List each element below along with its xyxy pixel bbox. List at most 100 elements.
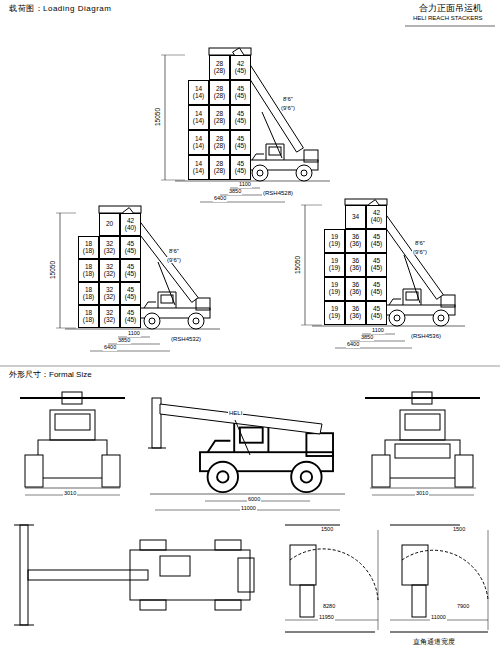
container-weight: 19 (19): [325, 258, 344, 272]
container-box: 45 (45): [120, 236, 141, 259]
dimension: 1100: [238, 182, 252, 188]
container-box: 36 (36): [345, 253, 366, 277]
container-box: 45 (45): [366, 301, 387, 325]
container-weight: 14 (14): [189, 86, 208, 100]
container-weight: 20: [106, 221, 113, 228]
container-box: 18 (18): [78, 236, 99, 259]
dimension: 6400: [213, 196, 227, 202]
container-weight: 14 (14): [189, 136, 208, 150]
container-box: 18 (18): [78, 305, 99, 328]
container-box: 28 (28): [209, 80, 230, 105]
container-box: 18 (18): [78, 259, 99, 282]
container-weight: 19 (19): [325, 234, 344, 248]
container-weight: 45 (45): [121, 264, 140, 278]
model-name: (RSH4528): [262, 190, 294, 196]
container-box: 42 (45): [230, 55, 251, 80]
container-weight: 18 (18): [79, 310, 98, 324]
container-weight: 32 (32): [100, 264, 119, 278]
container-box: 36 (36): [345, 277, 366, 301]
dimension: (9'6"): [166, 257, 182, 263]
dimension: (9'6"): [412, 249, 428, 255]
dimension: 6400: [103, 345, 117, 351]
container-weight: 28 (28): [210, 61, 229, 75]
container-weight: 18 (18): [79, 287, 98, 301]
container-box: 42 (40): [366, 205, 387, 229]
dimension: 8'6": [414, 240, 426, 246]
container-box: 28 (28): [209, 55, 230, 80]
container-box: 34: [345, 205, 366, 229]
dimension: 15050: [155, 107, 162, 127]
container-box: 32 (32): [99, 259, 120, 282]
dimension: 1100: [127, 331, 141, 337]
container-weight: 28 (28): [210, 111, 229, 125]
dimension: 11000: [430, 615, 447, 621]
container-weight: 45 (45): [367, 282, 386, 296]
container-weight: 32 (32): [100, 287, 119, 301]
container-box: 14 (14): [188, 80, 209, 105]
container-weight: 18 (18): [79, 241, 98, 255]
dimension: 3010: [415, 491, 429, 497]
container-box: 36 (36): [345, 301, 366, 325]
dimension: 11950: [318, 615, 335, 621]
container-weight: 19 (19): [325, 306, 344, 320]
container-weight: 28 (28): [210, 136, 229, 150]
logo-text: HELI REACH STACKERS: [412, 15, 484, 21]
dimension: 1100: [371, 328, 385, 334]
container-weight: 14 (14): [189, 111, 208, 125]
container-weight: 36 (36): [346, 234, 365, 248]
container-box: 32 (32): [99, 236, 120, 259]
container-weight: 14 (14): [189, 161, 208, 175]
dimension: 1500: [320, 527, 334, 533]
container-weight: 34: [352, 214, 359, 221]
container-box: 42 (40): [120, 213, 141, 236]
container-box: 45 (45): [230, 80, 251, 105]
dimension: 8'6": [168, 248, 180, 254]
caption-text: 直角通道宽度: [412, 638, 456, 645]
dimension: 15050: [50, 260, 57, 280]
dimension: (9'6"): [280, 105, 296, 111]
container-box: 19 (19): [324, 229, 345, 253]
container-box: 45 (45): [120, 282, 141, 305]
container-box: 45 (45): [366, 253, 387, 277]
container-weight: 19 (19): [325, 282, 344, 296]
dimension: 3010: [63, 491, 77, 497]
container-box: 45 (45): [230, 130, 251, 155]
logo-text: 合力正面吊运机: [418, 4, 483, 13]
container-weight: 45 (45): [121, 287, 140, 301]
container-box: 28 (28): [209, 105, 230, 130]
container-weight: 28 (28): [210, 86, 229, 100]
container-weight: 45 (45): [231, 86, 250, 100]
section-title: 外形尺寸：Formal Size: [8, 371, 93, 379]
container-weight: 28 (28): [210, 161, 229, 175]
container-box: 14 (14): [188, 105, 209, 130]
container-box: 20: [99, 213, 120, 236]
container-weight: 42 (45): [231, 61, 250, 75]
dimension: 6400: [346, 342, 360, 348]
dimension: 15050: [295, 255, 302, 275]
dimension: 3850: [360, 335, 374, 341]
dimension: 8'6": [282, 96, 294, 102]
container-weight: 42 (40): [121, 218, 140, 232]
model-name: (RSH4532): [170, 336, 202, 342]
dimension: 8280: [322, 604, 336, 610]
container-weight: 45 (45): [231, 111, 250, 125]
dimension: 11000: [240, 506, 257, 512]
dimension: 1500: [452, 527, 466, 533]
container-box: 32 (32): [99, 282, 120, 305]
container-weight: 45 (45): [231, 136, 250, 150]
container-weight: 45 (45): [121, 241, 140, 255]
container-box: 36 (36): [345, 229, 366, 253]
page-title: 载荷图：Loading Diagram: [8, 5, 112, 13]
dimension: 3850: [228, 189, 242, 195]
container-weight: 42 (40): [367, 210, 386, 224]
container-box: 19 (19): [324, 277, 345, 301]
container-weight: 32 (32): [100, 310, 119, 324]
container-box: 45 (45): [230, 155, 251, 180]
container-box: 28 (28): [209, 130, 230, 155]
container-weight: 45 (45): [367, 234, 386, 248]
container-box: 14 (14): [188, 155, 209, 180]
container-weight: 18 (18): [79, 264, 98, 278]
container-box: 45 (45): [366, 277, 387, 301]
brand-mark: HELI: [228, 410, 243, 416]
dimension: 3850: [117, 338, 131, 344]
